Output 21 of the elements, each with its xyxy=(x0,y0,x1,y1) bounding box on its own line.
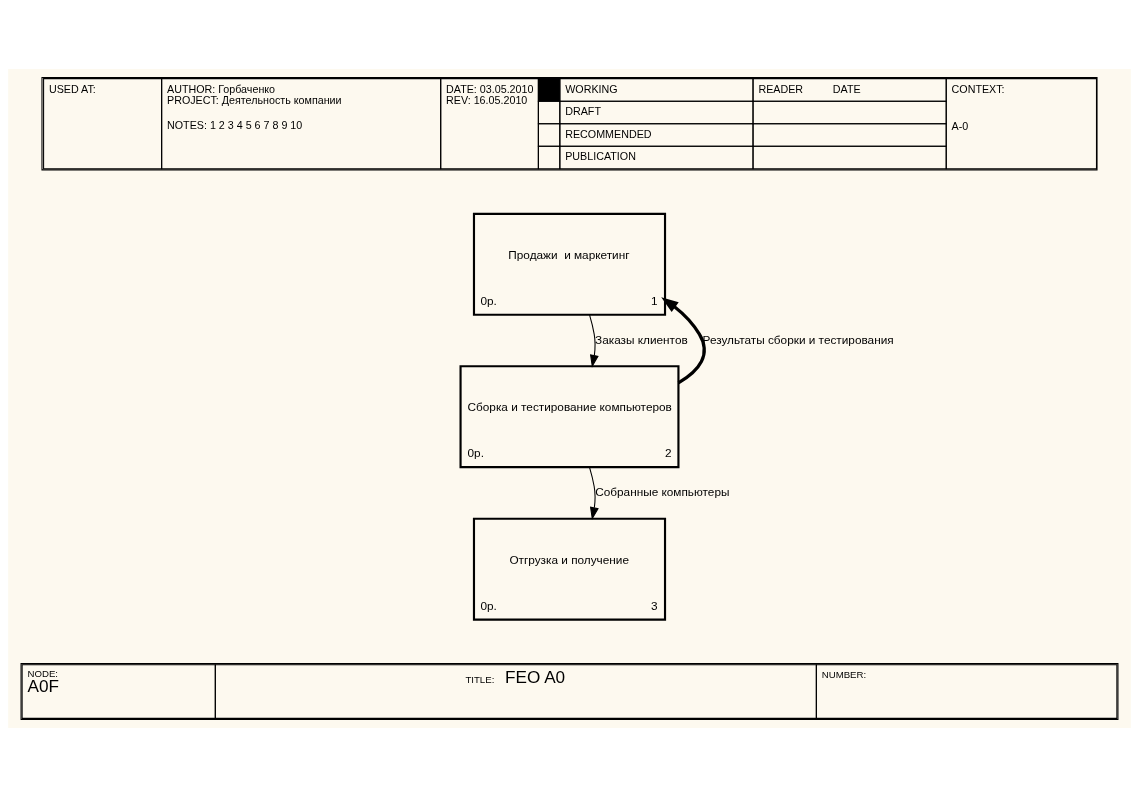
label: TITLE: xyxy=(465,673,495,685)
label: A0F xyxy=(27,676,59,697)
label: REV: 16.05.2010 xyxy=(446,94,528,107)
label: CONTEXT: xyxy=(951,82,1005,95)
edge-label: Собранные компьютеры xyxy=(595,484,730,499)
label: FEO A0 xyxy=(505,666,566,687)
label: USED AT: xyxy=(48,82,96,95)
label: NODE: xyxy=(27,667,59,679)
edge-label: Заказы клиентов xyxy=(595,332,688,347)
edge-label: Результаты сборки и тестирования xyxy=(702,332,894,347)
label: READER DATE xyxy=(758,82,861,95)
label: PUBLICATION xyxy=(565,150,636,163)
label: AUTHOR: Горбаченко xyxy=(167,82,276,95)
label: NUMBER: xyxy=(821,668,867,680)
label: A-0 xyxy=(951,120,969,133)
label: WORKING xyxy=(565,82,618,95)
label: NOTES: 1 2 3 4 5 6 7 8 9 10 xyxy=(167,119,303,132)
label: PROJECT: Деятельность компании xyxy=(167,94,342,107)
label: RECOMMENDED xyxy=(565,127,652,140)
label: DATE: 03.05.2010 xyxy=(446,82,534,95)
label: DRAFT xyxy=(565,105,601,118)
